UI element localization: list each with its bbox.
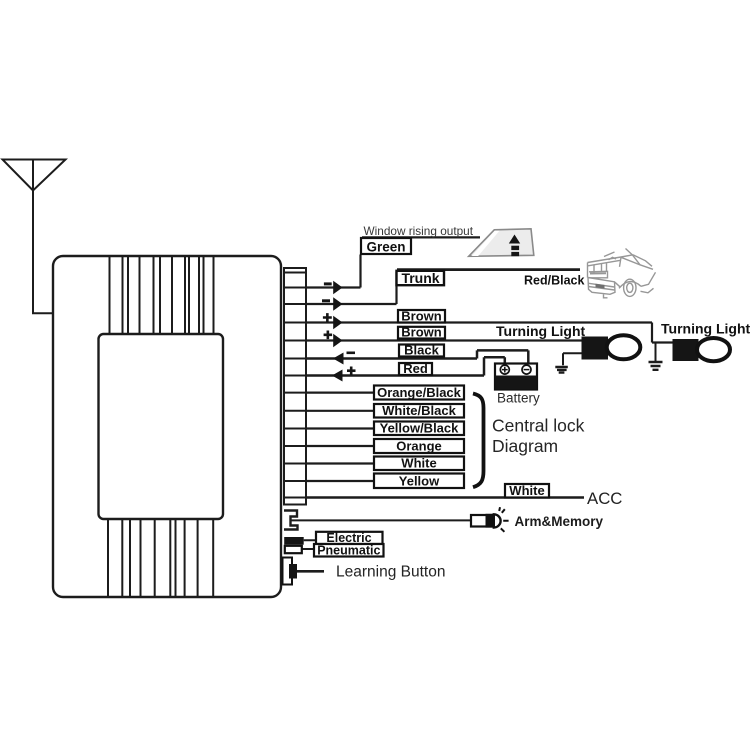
svg-text:White: White	[401, 456, 436, 471]
svg-text:Brown: Brown	[401, 308, 442, 323]
svg-text:Learning Button: Learning Button	[336, 564, 445, 581]
svg-text:Brown: Brown	[401, 325, 442, 340]
svg-text:Battery: Battery	[497, 391, 540, 406]
svg-text:ACC: ACC	[587, 489, 622, 508]
svg-text:Arm&Memory: Arm&Memory	[515, 514, 604, 529]
svg-text:Green: Green	[366, 240, 405, 255]
svg-text:Black: Black	[404, 343, 439, 358]
svg-text:Diagram: Diagram	[492, 436, 558, 456]
svg-text:Yellow/Black: Yellow/Black	[380, 421, 460, 436]
svg-text:Electric: Electric	[326, 531, 371, 545]
svg-text:White/Black: White/Black	[382, 403, 456, 418]
svg-text:White: White	[509, 483, 544, 498]
svg-text:Turning Light: Turning Light	[496, 323, 585, 339]
svg-text:Red/Black: Red/Black	[524, 274, 584, 288]
svg-text:Orange: Orange	[396, 438, 442, 453]
svg-text:Orange/Black: Orange/Black	[377, 385, 462, 400]
svg-text:Pneumatic: Pneumatic	[317, 543, 380, 557]
svg-text:Window rising output: Window rising output	[364, 224, 474, 238]
svg-text:Trunk: Trunk	[401, 270, 439, 286]
svg-text:Turning Light: Turning Light	[661, 321, 750, 337]
svg-text:Yellow: Yellow	[399, 473, 440, 488]
svg-text:Central lock: Central lock	[492, 416, 585, 436]
svg-text:Red: Red	[403, 361, 428, 376]
